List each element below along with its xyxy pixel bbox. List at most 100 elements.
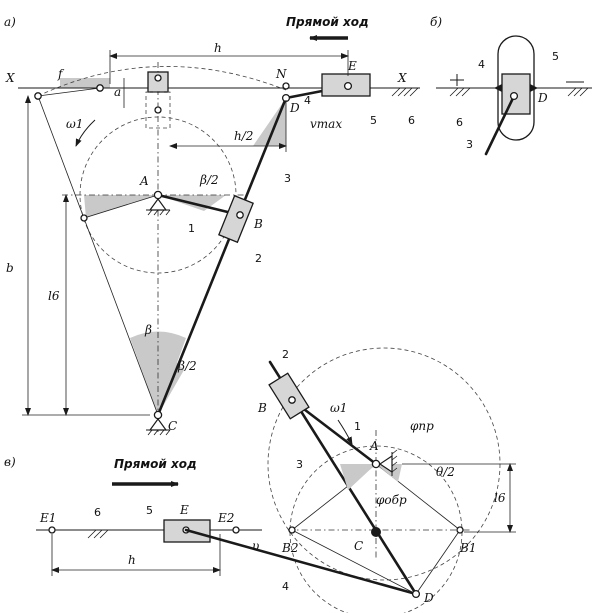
hatching-c — [87, 529, 109, 539]
label-h: h — [214, 41, 222, 55]
omega-arrow-a — [75, 119, 96, 147]
panel-b: б) D 4 5 6 3 — [430, 15, 592, 156]
label-a-point: A — [139, 174, 149, 188]
joint-d-b — [509, 91, 519, 101]
rocker-link-b — [484, 94, 516, 156]
label-phi-obr: φобр — [376, 493, 407, 507]
omega-arrow-c — [337, 419, 353, 445]
label-e-c: E — [179, 503, 189, 517]
label-part-3-b: 3 — [466, 138, 473, 151]
label-phi-pr: φпр — [410, 419, 434, 433]
label-part-5-b: 5 — [552, 50, 559, 63]
label-d: D — [289, 101, 300, 115]
joint-a — [153, 190, 163, 200]
label-lb-c: l6 — [494, 491, 506, 505]
label-part-5-c: 5 — [146, 504, 153, 517]
label-h-c: h — [128, 553, 136, 567]
label-f: f — [57, 67, 65, 81]
slider-block-2 — [218, 194, 254, 244]
label-e2: E2 — [217, 511, 234, 525]
joint-top-2 — [154, 106, 162, 114]
label-beta: β — [144, 323, 152, 337]
lower-link-right-c — [415, 529, 461, 595]
joint-top-1 — [154, 74, 162, 82]
connecting-rod-left — [37, 87, 101, 97]
joint-c — [153, 410, 163, 420]
joint-n — [282, 82, 290, 90]
label-part-4-c: 4 — [282, 580, 289, 593]
label-part-1-c: 1 — [354, 420, 361, 433]
label-part-4-a: 4 — [304, 94, 311, 107]
label-b: b — [6, 261, 14, 275]
joint-e1 — [48, 526, 56, 534]
label-d-c: D — [423, 591, 434, 605]
label-vmax: vmax — [310, 117, 342, 131]
joint-left-crank — [80, 214, 88, 222]
label-part-5-a: 5 — [370, 114, 377, 127]
label-e: E — [347, 59, 357, 73]
label-beta-half-bottom: β/2 — [177, 359, 197, 373]
joint-d-c — [411, 589, 421, 599]
weld-left-b — [494, 84, 502, 92]
label-d-b: D — [537, 91, 548, 105]
label-beta-half-top: β/2 — [199, 173, 219, 187]
label-a-c: A — [369, 439, 379, 453]
connecting-rod-4-c — [184, 528, 418, 596]
joint-b-c — [288, 396, 296, 404]
joint-left-upper — [96, 84, 104, 92]
crank-link-1 — [156, 193, 242, 217]
label-c-point: C — [168, 419, 177, 433]
label-omega-c: ω1 — [330, 401, 347, 415]
panel-c: в) Прямой ход h — [4, 347, 516, 613]
phi-obr-sector — [340, 464, 376, 490]
joint-a-c — [371, 459, 381, 469]
label-e1: E1 — [39, 511, 56, 525]
joint-b1 — [456, 526, 464, 534]
label-b-c: B — [257, 401, 267, 415]
label-part-6-a: 6 — [408, 114, 415, 127]
label-b-point: B — [253, 217, 263, 231]
panel-b-label: б) — [430, 15, 442, 29]
slider-block-2-c — [268, 372, 310, 420]
joint-e — [343, 81, 353, 91]
label-b1: B1 — [459, 541, 476, 555]
lower-link-left-c — [291, 529, 417, 595]
label-part-4-b: 4 — [478, 58, 485, 71]
ground-support-a — [146, 197, 171, 216]
joint-b2 — [288, 526, 296, 534]
panel-a: а) — [4, 15, 420, 436]
panel-c-label: в) — [4, 455, 16, 469]
rocker-link-3 — [156, 96, 288, 417]
joint-e2 — [232, 526, 240, 534]
direction-label-a: Прямой ход — [286, 15, 369, 29]
hatching-b — [449, 87, 589, 97]
weld-right-b — [530, 84, 538, 92]
panel-a-label: а) — [4, 15, 16, 29]
label-part-2-c: 2 — [282, 348, 289, 361]
label-theta-half: θ/2 — [436, 465, 455, 479]
joint-b — [236, 211, 244, 219]
label-x-left: X — [5, 71, 15, 85]
label-omega-a: ω1 — [66, 117, 83, 131]
label-upsilon: υ — [252, 539, 259, 553]
label-n: N — [275, 67, 287, 81]
joint-c-c — [371, 527, 381, 537]
guide-hatching — [391, 87, 419, 97]
crank-left-position — [83, 194, 159, 219]
ground-support-c — [146, 417, 171, 436]
label-b2: B2 — [281, 541, 298, 555]
label-h-half: h/2 — [234, 129, 253, 143]
label-part-6-c: 6 — [94, 506, 101, 519]
label-x-right: X — [397, 71, 407, 85]
slider-e-left-position — [147, 71, 169, 93]
label-part-6-b: 6 — [456, 116, 463, 129]
slider-b-dashed-position — [145, 91, 171, 129]
direction-label-c: Прямой ход — [114, 457, 197, 471]
joint-x-left — [34, 92, 42, 100]
crank-link-1-c — [290, 398, 378, 466]
label-a: a — [114, 85, 121, 99]
label-part-3-a: 3 — [284, 172, 291, 185]
ground-support-a-c — [378, 449, 398, 476]
label-c-c: C — [354, 539, 363, 553]
